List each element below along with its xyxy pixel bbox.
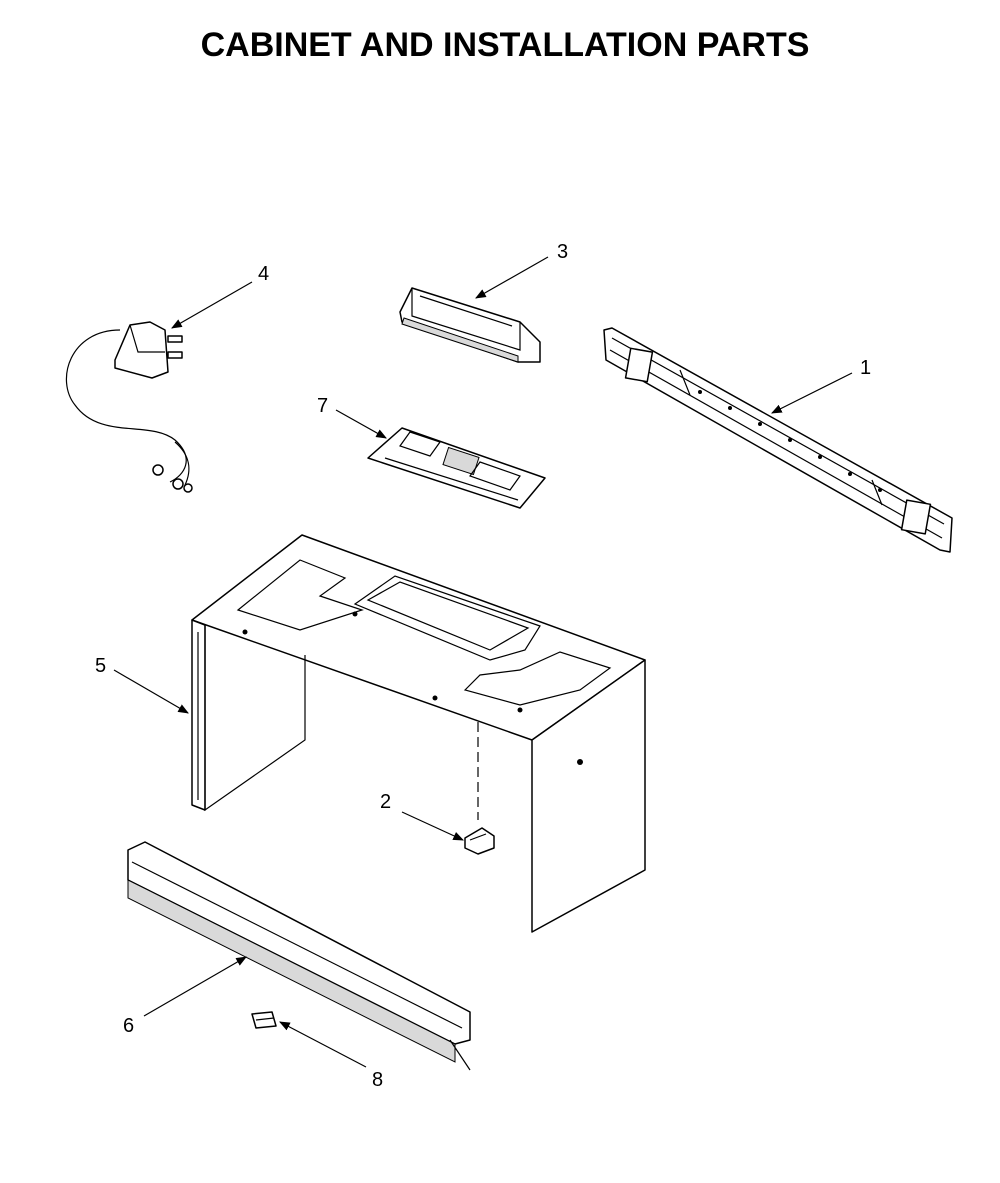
- callout-6: 6: [123, 1015, 134, 1037]
- cabinet-part: [191, 534, 646, 933]
- callout-8: 8: [372, 1069, 383, 1091]
- leader-lines: [113, 256, 853, 1068]
- callout-5: 5: [95, 655, 106, 677]
- clip-part: [464, 827, 495, 855]
- control-plate-part: [367, 427, 546, 509]
- callout-7: 7: [317, 395, 328, 417]
- power-cord-part: [65, 321, 193, 493]
- callout-4: 4: [258, 263, 269, 285]
- callout-3: 3: [557, 241, 568, 263]
- callout-labels: 1 2 3 4 5 6 7 8: [95, 241, 871, 1091]
- callout-1: 1: [860, 357, 871, 379]
- grille-clip-part: [251, 1011, 277, 1029]
- callout-2: 2: [380, 791, 391, 813]
- page-title: CABINET AND INSTALLATION PARTS: [201, 26, 810, 64]
- mounting-rail-part: [603, 327, 953, 553]
- damper-bracket-part: [399, 287, 541, 363]
- vent-grille-part: [127, 841, 471, 1071]
